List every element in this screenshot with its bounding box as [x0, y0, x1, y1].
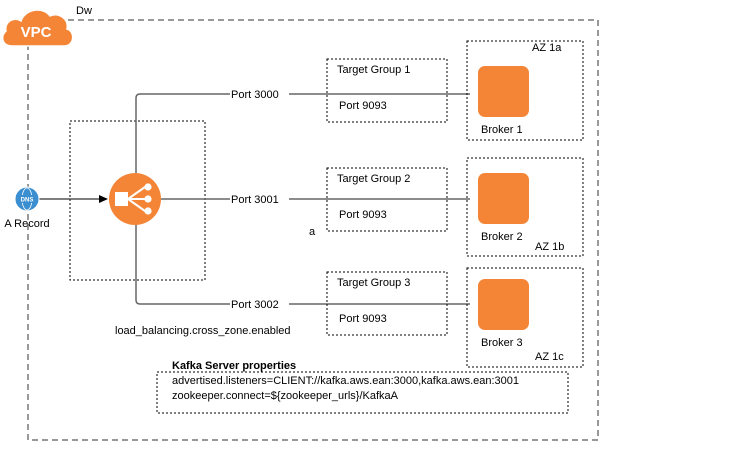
broker-instance-icon — [478, 66, 529, 117]
listener-port-3: Port 3002 — [231, 299, 279, 311]
arrow-head — [99, 195, 108, 203]
availability-zone-3: AZ 1c Broker 3 — [466, 267, 584, 368]
vpc-badge: VPC — [1, 9, 74, 47]
kafka-properties: Kafka Server properties advertised.liste… — [156, 360, 569, 414]
target-group-2: Target Group 2 Port 9093 — [326, 167, 448, 232]
availability-zone-label: AZ 1a — [532, 42, 562, 54]
stray-label: a — [309, 226, 316, 238]
load-balancer — [109, 173, 161, 225]
dns-icon-label: DNS — [21, 198, 34, 204]
target-group-port: Port 9093 — [339, 209, 387, 221]
cross-zone-setting: load_balancing.cross_zone.enabled — [115, 325, 291, 337]
load-balancer-symbol — [115, 183, 152, 215]
broker-label: Broker 1 — [481, 124, 523, 136]
vpc-cloud-icon — [1, 9, 74, 47]
kafka-property-line: advertised.listeners=CLIENT://kafka.aws.… — [172, 375, 519, 387]
target-group-port: Port 9093 — [339, 100, 387, 112]
availability-zone-label: AZ 1b — [535, 241, 564, 253]
wire-lb-to-port-3002 — [135, 222, 230, 305]
listener-port-1: Port 3000 — [231, 89, 279, 101]
availability-zone-2: AZ 1b Broker 2 — [466, 157, 584, 257]
broker-label: Broker 2 — [481, 231, 523, 243]
vpc-name: Dw — [76, 5, 92, 17]
broker-label: Broker 3 — [481, 337, 523, 349]
target-group-port: Port 9093 — [339, 313, 387, 325]
broker-instance-icon — [478, 279, 529, 330]
dns-record: DNS A Record — [4, 186, 50, 230]
listener-port-2: Port 3001 — [231, 194, 279, 206]
connectors — [38, 93, 470, 305]
target-group-3: Target Group 3 Port 9093 — [326, 271, 448, 336]
broker-instance-icon — [478, 173, 529, 224]
target-group-1: Target Group 1 Port 9093 — [326, 58, 448, 123]
availability-zone-label: AZ 1c — [535, 351, 564, 363]
target-group-title: Target Group 2 — [337, 173, 410, 185]
vpc-badge-label: VPC — [21, 24, 52, 41]
target-group-title: Target Group 3 — [337, 277, 410, 289]
target-group-title: Target Group 1 — [337, 64, 410, 76]
vpc-boundary — [27, 19, 599, 441]
kafka-properties-title: Kafka Server properties — [172, 360, 296, 372]
wire-lb-to-port-3000 — [135, 93, 230, 176]
availability-zone-1: AZ 1a Broker 1 — [466, 40, 584, 141]
load-balancer-group — [69, 120, 206, 281]
kafka-property-line: zookeeper.connect=${zookeeper_urls}/Kafk… — [172, 390, 399, 402]
dns-record-label: A Record — [4, 218, 49, 230]
